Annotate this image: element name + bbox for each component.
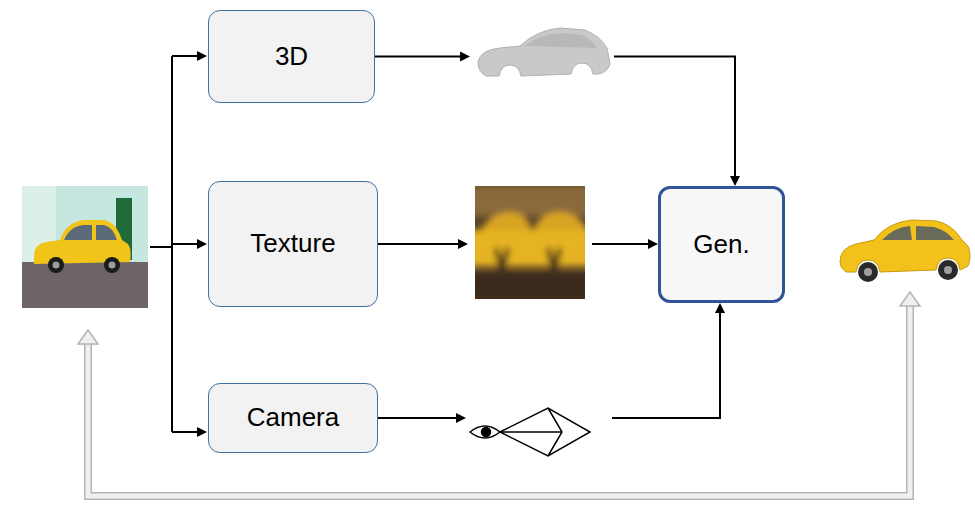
arrow-head — [456, 413, 466, 423]
output-car — [840, 220, 970, 282]
flow-arrow — [375, 52, 740, 187]
process-box: 3D — [208, 10, 375, 103]
arrow-head — [458, 239, 468, 249]
flow-arrow — [378, 303, 725, 423]
connector-line — [378, 417, 456, 419]
arrow-head — [460, 52, 470, 62]
box-label: 3D — [275, 41, 308, 72]
connector-line — [592, 243, 648, 245]
mesh-car — [478, 28, 610, 76]
generator-box: Gen. — [658, 186, 785, 303]
texture-map — [475, 186, 585, 299]
feedback-loop — [78, 292, 920, 496]
box-label: Camera — [247, 402, 339, 433]
arrow-head — [715, 303, 725, 313]
box-label: Texture — [250, 228, 335, 259]
arrow-head — [648, 239, 658, 249]
arrow-head — [730, 176, 740, 186]
connector-line — [375, 56, 460, 58]
connector-line — [612, 313, 720, 418]
connector-line — [378, 243, 458, 245]
input-photo — [22, 186, 148, 308]
box-label: Gen. — [693, 229, 749, 260]
connector-line — [614, 57, 735, 177]
flow-arrow — [378, 239, 658, 249]
camera-icon — [470, 408, 590, 456]
input-split — [150, 51, 207, 437]
process-box: Camera — [208, 383, 378, 453]
process-box: Texture — [208, 181, 378, 307]
